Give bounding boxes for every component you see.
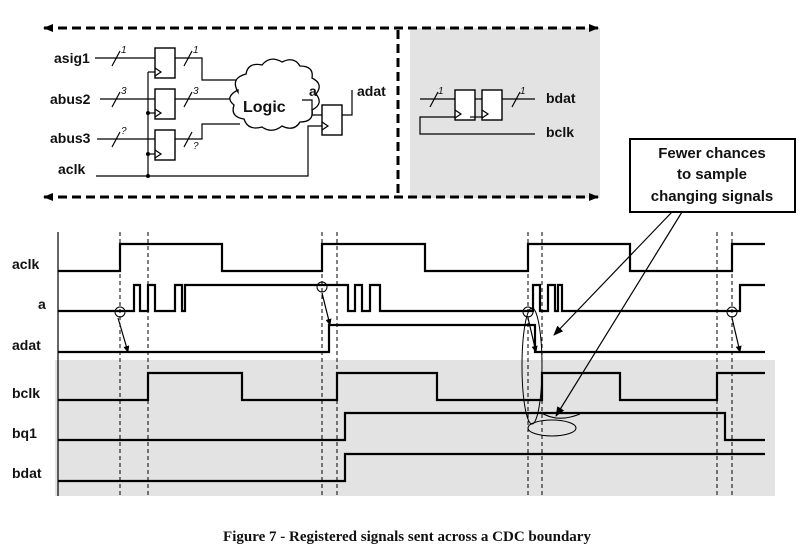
sample-circle bbox=[114, 306, 126, 318]
sample-circle bbox=[522, 306, 534, 318]
wave-adat bbox=[58, 323, 765, 354]
bdat-label: bdat bbox=[546, 90, 576, 106]
callout-line-1: Fewer chances bbox=[658, 145, 766, 162]
bus-slash bbox=[511, 91, 521, 108]
wave-label-a: a bbox=[38, 296, 46, 312]
wave-label-adat: adat bbox=[12, 337, 41, 353]
input-aclk: aclk bbox=[58, 161, 85, 177]
wire-adat bbox=[342, 90, 353, 116]
junction-dot bbox=[146, 111, 150, 115]
wave-bq1 bbox=[58, 411, 765, 442]
flip-flop-adat bbox=[321, 104, 343, 136]
bus-slash bbox=[429, 91, 439, 108]
callout-arrow bbox=[555, 211, 683, 417]
highlight-ellipse bbox=[527, 419, 577, 437]
width-label: 1 bbox=[193, 45, 199, 56]
wire-ff1-logic bbox=[175, 57, 240, 81]
width-label: 1 bbox=[438, 86, 444, 97]
sample-arrow bbox=[321, 292, 332, 326]
wave-bclk bbox=[58, 371, 765, 402]
logic-cloud bbox=[229, 58, 320, 131]
width-label: 3 bbox=[193, 86, 199, 97]
schematic: asig1 abus2 abus3 aclk 1 3 ? bbox=[43, 24, 600, 201]
bus-slash bbox=[183, 50, 193, 67]
input-abus3: abus3 bbox=[50, 130, 91, 146]
bus-slash bbox=[111, 131, 121, 148]
sync-flop-2 bbox=[481, 89, 503, 121]
wave-label-bclk: bclk bbox=[12, 385, 40, 401]
callout: Fewer chances to sample changing signals bbox=[629, 138, 796, 213]
callout-line-2: to sample bbox=[677, 166, 747, 183]
flip-flop-asig1 bbox=[154, 47, 176, 79]
wire-ff3-logic bbox=[175, 123, 240, 140]
width-label: 3 bbox=[121, 86, 127, 97]
sample-arrow bbox=[117, 317, 130, 353]
junction-dot bbox=[146, 152, 150, 156]
wave-label-bq1: bq1 bbox=[12, 425, 37, 441]
bus-slash bbox=[111, 91, 121, 108]
bus-slash bbox=[183, 91, 193, 108]
wire-aclk-adat bbox=[148, 125, 322, 177]
width-label: ? bbox=[193, 141, 199, 152]
wire-bclk bbox=[419, 116, 535, 135]
sample-circle bbox=[726, 306, 738, 318]
adat-label: adat bbox=[357, 83, 386, 99]
width-label: 1 bbox=[121, 45, 127, 56]
sample-arrow bbox=[527, 317, 538, 353]
sample-circle bbox=[316, 281, 328, 293]
b-domain-timing-shade bbox=[55, 360, 775, 496]
input-abus2: abus2 bbox=[50, 91, 91, 107]
callout-arrow bbox=[553, 211, 673, 336]
highlight-curve bbox=[539, 411, 581, 419]
callout-line-3: changing signals bbox=[651, 188, 774, 205]
figure-caption: Figure 7 - Registered signals sent acros… bbox=[223, 529, 591, 545]
wave-label-aclk: aclk bbox=[12, 256, 39, 272]
width-label: ? bbox=[121, 126, 127, 137]
wire-logic-a bbox=[302, 99, 322, 116]
wave-aclk bbox=[58, 242, 765, 273]
input-asig1: asig1 bbox=[54, 50, 90, 66]
sync-flop-1 bbox=[454, 89, 476, 121]
sample-arrow bbox=[731, 317, 742, 353]
bus-slash bbox=[111, 50, 121, 67]
bus-slash bbox=[183, 131, 193, 148]
flip-flop-abus2 bbox=[154, 88, 176, 120]
signal-a-label: a bbox=[309, 83, 317, 99]
timing-diagram: aclk a adat bclk bq1 bdat bbox=[12, 211, 775, 496]
b-domain-shade bbox=[410, 28, 600, 198]
callout-box bbox=[629, 138, 796, 213]
logic-label: Logic bbox=[243, 99, 286, 116]
width-label: 1 bbox=[520, 86, 526, 97]
wave-bdat bbox=[58, 452, 765, 483]
flip-flop-abus3 bbox=[154, 129, 176, 161]
bclk-label: bclk bbox=[546, 124, 574, 140]
wave-a bbox=[58, 283, 765, 313]
wave-label-bdat: bdat bbox=[12, 465, 42, 481]
